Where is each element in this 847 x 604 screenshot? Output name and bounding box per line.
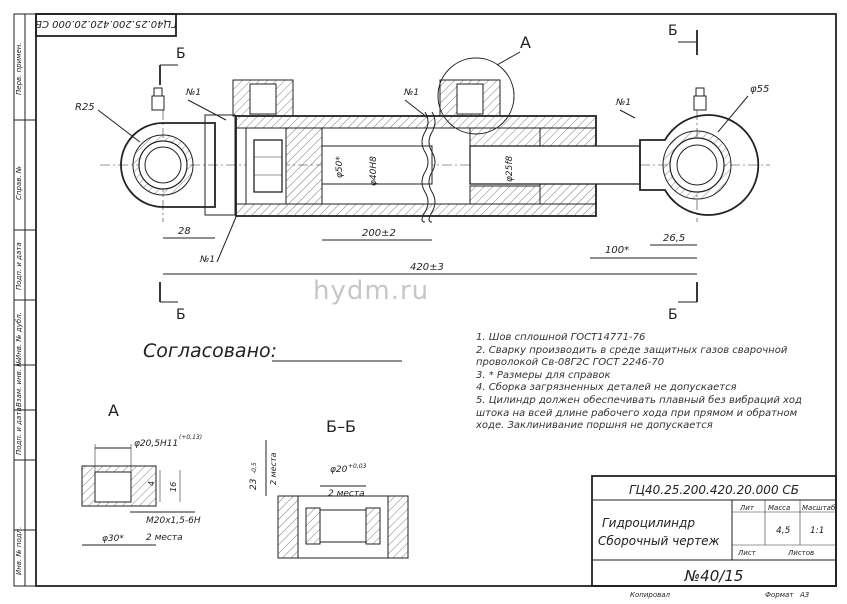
svg-text:№1: №1 bbox=[185, 88, 201, 98]
detail-a-d20: φ20,5Н11 bbox=[134, 439, 178, 449]
drawing-number: №40/15 bbox=[684, 567, 744, 585]
mass-value: 4,5 bbox=[776, 526, 791, 536]
right-eye bbox=[639, 87, 760, 216]
svg-text:№1: №1 bbox=[403, 88, 419, 98]
note-4: 4. Сборка загрязненных деталей не допуск… bbox=[476, 382, 737, 394]
dim-100: 100* bbox=[605, 245, 629, 256]
svg-text:Б: Б bbox=[176, 46, 186, 62]
format-label: Формат bbox=[765, 591, 794, 599]
section-bb-places-side: 2 места bbox=[269, 452, 278, 485]
detail-a-tol: (+0,13) bbox=[179, 434, 202, 441]
copied-label: Копировал bbox=[630, 591, 671, 599]
format-value: А3 bbox=[799, 591, 809, 599]
side-strip: Перв. примен. Справ. № Подп. и дата Инв.… bbox=[14, 14, 36, 586]
detail-a-places: 2 места bbox=[146, 533, 183, 543]
svg-text:№1: №1 bbox=[199, 255, 215, 265]
designation: ГЦ40.25.200.420.20.000 СБ bbox=[629, 483, 799, 497]
title-block: ГЦ40.25.200.420.20.000 СБ Гидроцилиндр С… bbox=[591, 475, 837, 587]
name-line-2: Сборочный чертеж bbox=[598, 534, 720, 548]
technical-notes: 1. Шов сплошной ГОСТ14771-76 2. Сварку п… bbox=[476, 332, 828, 433]
side-label-0: Перв. примен. bbox=[15, 42, 23, 95]
cylinder-body bbox=[232, 79, 597, 223]
section-bb-d20: φ20 bbox=[330, 465, 348, 475]
note-5: 5. Цилиндр должен обеспечивать плавный б… bbox=[476, 394, 802, 432]
col-mass: Масса bbox=[768, 504, 790, 512]
col-scale: Масштаб bbox=[802, 504, 836, 512]
note-3: 3. * Размеры для справок bbox=[476, 369, 611, 381]
name-line-1: Гидроцилиндр bbox=[602, 516, 695, 530]
section-bb-title: Б–Б bbox=[326, 417, 356, 436]
piston-rod bbox=[469, 145, 641, 185]
section-bb-places: 2 места bbox=[328, 489, 365, 499]
svg-text:Б: Б bbox=[668, 23, 678, 39]
detail-a-title: А bbox=[108, 401, 119, 420]
dim-d25: φ25f8 bbox=[505, 155, 515, 182]
side-label-6: Инв. № подл. bbox=[15, 527, 23, 575]
section-bb-dim-23-tol: -0,5 bbox=[251, 462, 258, 474]
detail-a-d30: φ30* bbox=[102, 534, 124, 544]
scale-value: 1:1 bbox=[810, 526, 824, 536]
detail-a-dim-16: 16 bbox=[169, 482, 178, 492]
note-2: 2. Сварку производить в среде защитных г… bbox=[476, 344, 788, 369]
weld-leaders: №1 №1 №1 №1 bbox=[185, 88, 636, 265]
section-bb-dim-23: 23 bbox=[249, 478, 259, 490]
side-label-5: Подп. и дата bbox=[15, 407, 23, 455]
detail-a-dim-4: 4 bbox=[147, 481, 156, 486]
section-marks: Б Б Б Б bbox=[159, 23, 698, 323]
side-label-2: Подп. и дата bbox=[15, 242, 23, 290]
dim-r25: R25 bbox=[75, 102, 95, 113]
detail-a-view: А φ20,5Н11 (+0,13) 4 16 М20х1,5-6Н 2 мес… bbox=[81, 401, 202, 546]
stamp-top-box bbox=[35, 13, 177, 37]
section-bb-d20-tol: +0,03 bbox=[348, 463, 367, 470]
note-1: 1. Шов сплошной ГОСТ14771-76 bbox=[476, 332, 646, 343]
svg-text:Б: Б bbox=[176, 307, 186, 323]
sheets-label: Листов bbox=[787, 549, 814, 557]
stamp-top-text: ГЦ40.25.200.420.20.000 СБ bbox=[35, 18, 177, 29]
detail-a-thread: М20х1,5-6Н bbox=[146, 516, 201, 526]
section-bb-view: Б–Б φ20 +0,03 2 места 23 -0,5 2 места bbox=[249, 417, 409, 559]
side-label-1: Справ. № bbox=[15, 166, 23, 200]
detail-a-letter: А bbox=[520, 33, 531, 52]
dim-d55: φ55 bbox=[750, 84, 769, 95]
dim-26-5: 26,5 bbox=[663, 233, 685, 244]
detail-a-callout bbox=[437, 57, 515, 135]
dim-d50: φ50* bbox=[335, 156, 345, 178]
side-label-3: Инв. № дубл. bbox=[15, 312, 23, 360]
svg-text:№1: №1 bbox=[615, 98, 631, 108]
dim-28: 28 bbox=[178, 226, 191, 237]
dim-200: 200±2 bbox=[362, 228, 396, 239]
main-view: А Б Б Б Б №1 №1 №1 №1 R25 bbox=[75, 23, 770, 323]
svg-text:Б: Б bbox=[668, 307, 678, 323]
agreed-label: Согласовано: bbox=[143, 340, 278, 362]
watermark: hydm.ru bbox=[313, 276, 430, 306]
dim-420: 420±3 bbox=[410, 262, 444, 273]
col-lit: Лит bbox=[739, 504, 755, 512]
dim-d40: φ40Н8 bbox=[369, 156, 379, 186]
side-label-4: Взам. инв. № bbox=[15, 359, 23, 407]
left-eye bbox=[120, 87, 236, 216]
sheet-label: Лист bbox=[737, 549, 757, 557]
